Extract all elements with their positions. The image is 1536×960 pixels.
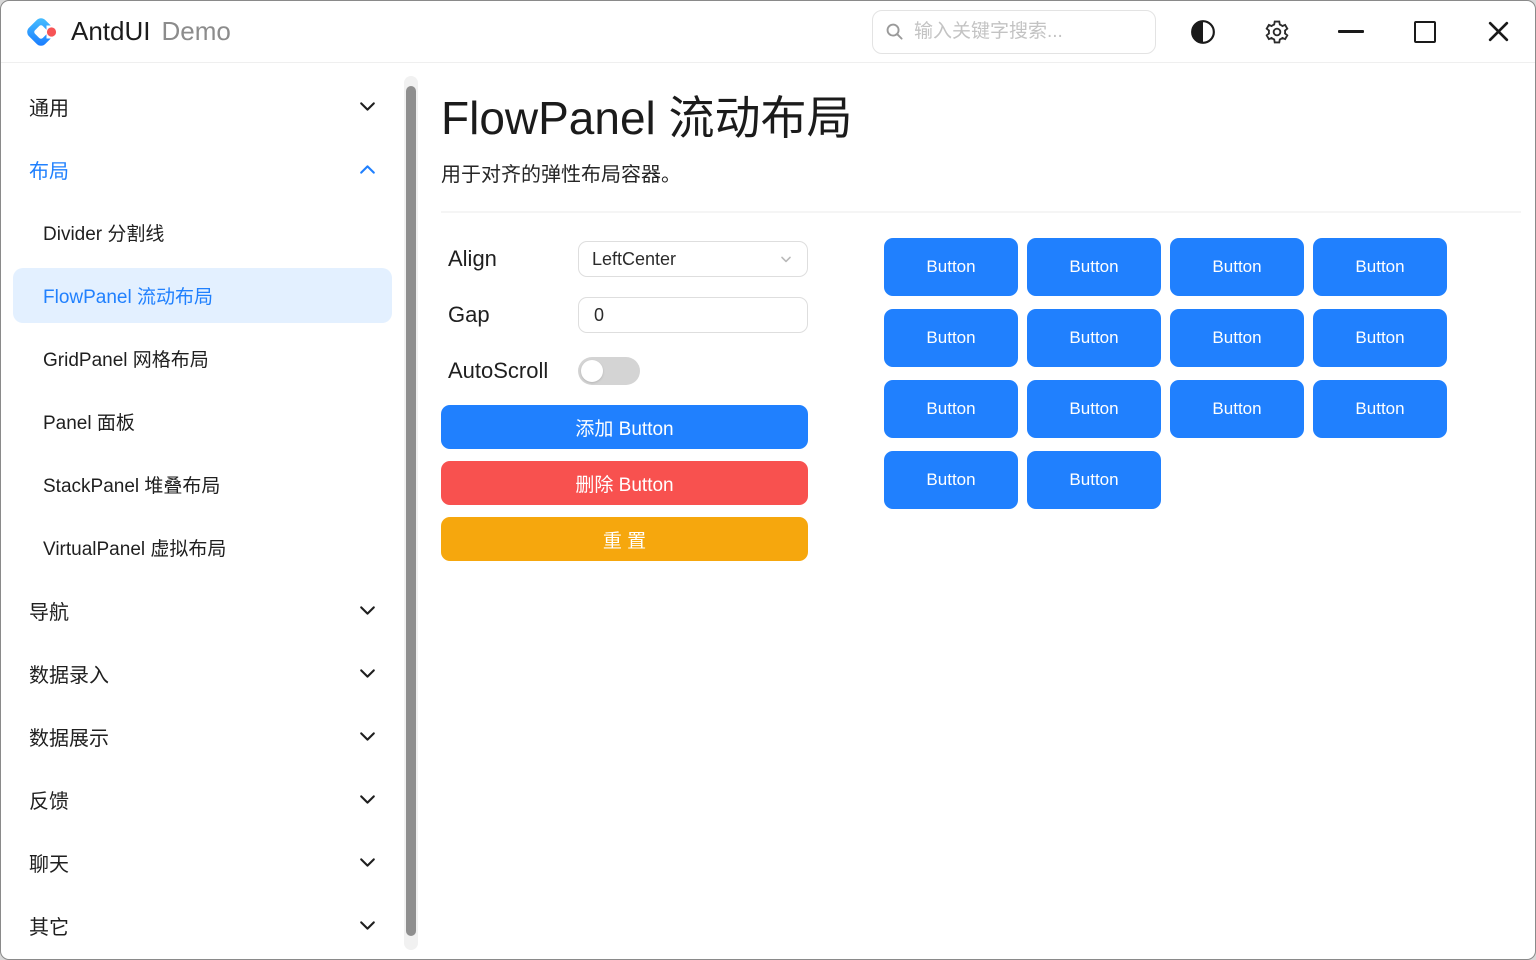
sidebar-item[interactable]: 聊天 bbox=[13, 835, 392, 890]
sidebar-item[interactable]: 导航 bbox=[13, 583, 392, 638]
sidebar-item[interactable]: 其它 bbox=[13, 898, 392, 953]
flow-demo-button[interactable]: Button bbox=[1170, 380, 1304, 438]
align-label: Align bbox=[448, 246, 497, 271]
flow-demo-button[interactable]: Button bbox=[1027, 309, 1161, 367]
chevron-up-icon bbox=[357, 159, 378, 180]
sidebar-item-label: 数据展示 bbox=[29, 728, 109, 750]
sidebar-item-label: 导航 bbox=[29, 602, 69, 624]
flow-demo-button[interactable]: Button bbox=[1027, 380, 1161, 438]
settings-gear-icon[interactable] bbox=[1263, 18, 1290, 45]
chevron-down-icon bbox=[357, 789, 378, 810]
sidebar-item[interactable]: VirtualPanel 虚拟布局 bbox=[13, 520, 392, 575]
sidebar-item[interactable]: 通用 bbox=[13, 79, 392, 134]
header-divider bbox=[441, 211, 1521, 213]
sidebar-scrollbar[interactable] bbox=[404, 76, 418, 950]
scrollbar-thumb[interactable] bbox=[406, 86, 416, 936]
flow-demo-button[interactable]: Button bbox=[1027, 238, 1161, 296]
autoscroll-toggle[interactable] bbox=[578, 357, 640, 385]
maximize-icon bbox=[1413, 20, 1436, 43]
gap-input[interactable] bbox=[592, 303, 794, 327]
autoscroll-row: AutoScroll bbox=[441, 353, 808, 389]
sidebar-item[interactable]: StackPanel 堆叠布局 bbox=[13, 457, 392, 512]
gap-field[interactable] bbox=[578, 297, 808, 333]
flow-demo-button[interactable]: Button bbox=[1313, 309, 1447, 367]
sidebar-item-label: 聊天 bbox=[29, 854, 69, 876]
gap-row: Gap bbox=[441, 297, 808, 333]
minimize-icon bbox=[1337, 30, 1364, 33]
toggle-knob-icon bbox=[581, 360, 603, 382]
app-title-suffix: Demo bbox=[161, 16, 231, 46]
close-button[interactable] bbox=[1485, 18, 1512, 45]
sidebar-item-label: StackPanel 堆叠布局 bbox=[43, 476, 221, 497]
minimize-button[interactable] bbox=[1337, 18, 1364, 45]
close-icon bbox=[1488, 21, 1509, 42]
search-icon bbox=[886, 23, 903, 40]
align-select[interactable]: LeftCenter bbox=[578, 241, 808, 277]
flow-demo-button[interactable]: Button bbox=[884, 380, 1018, 438]
search-box[interactable] bbox=[872, 9, 1156, 54]
gap-label: Gap bbox=[448, 302, 490, 327]
chevron-down-icon bbox=[357, 663, 378, 684]
sidebar-item-label: 其它 bbox=[29, 917, 69, 939]
maximize-button[interactable] bbox=[1411, 18, 1438, 45]
app-logo-icon bbox=[24, 15, 58, 49]
search-input[interactable] bbox=[912, 19, 1143, 44]
sidebar-item-label: 通用 bbox=[29, 98, 69, 120]
chevron-down-icon bbox=[357, 726, 378, 747]
remove-button[interactable]: 删除 Button bbox=[441, 461, 808, 505]
sidebar-item[interactable]: 反馈 bbox=[13, 772, 392, 827]
add-button[interactable]: 添加 Button bbox=[441, 405, 808, 449]
sidebar-menu: 通用布局 Divider 分割线 FlowPanel 流动布局 GridPanel 网… bbox=[1, 63, 404, 959]
chevron-down-icon bbox=[357, 852, 378, 873]
sidebar-item[interactable]: 数据录入 bbox=[13, 646, 392, 701]
controls-panel: Align LeftCenter Gap bbox=[441, 241, 808, 573]
app-title: AntdUI bbox=[71, 16, 151, 46]
page-subtitle: 用于对齐的弹性布局容器。 bbox=[441, 164, 681, 186]
sidebar-item[interactable]: Divider 分割线 bbox=[13, 205, 392, 260]
sidebar-item-label: Divider 分割线 bbox=[43, 224, 165, 245]
sidebar-item[interactable]: 数据展示 bbox=[13, 709, 392, 764]
titlebar: AntdUI Demo bbox=[1, 1, 1535, 63]
chevron-down-icon bbox=[357, 600, 378, 621]
autoscroll-label: AutoScroll bbox=[448, 358, 549, 383]
align-select-value: LeftCenter bbox=[592, 248, 677, 269]
flow-demo-button[interactable]: Button bbox=[1313, 238, 1447, 296]
sidebar-item-label: 布局 bbox=[29, 161, 69, 183]
sidebar-item-label: 反馈 bbox=[29, 791, 69, 813]
chevron-down-icon bbox=[357, 915, 378, 936]
sidebar-item-label: FlowPanel 流动布局 bbox=[43, 287, 213, 308]
main-content: FlowPanel 流动布局 用于对齐的弹性布局容器。 Align LeftCe… bbox=[418, 63, 1535, 959]
align-row: Align LeftCenter bbox=[441, 241, 808, 277]
flow-demo-button[interactable]: Button bbox=[884, 451, 1018, 509]
chevron-down-icon bbox=[357, 96, 378, 117]
flow-demo-button[interactable]: Button bbox=[1313, 380, 1447, 438]
sidebar-item-label: Panel 面板 bbox=[43, 413, 135, 434]
sidebar-item[interactable]: Panel 面板 bbox=[13, 394, 392, 449]
sidebar-item[interactable]: 布局 bbox=[13, 142, 392, 197]
theme-toggle-icon[interactable] bbox=[1189, 18, 1216, 45]
sidebar-item-label: VirtualPanel 虚拟布局 bbox=[43, 539, 227, 560]
flow-demo-button[interactable]: Button bbox=[884, 309, 1018, 367]
flow-demo-button[interactable]: Button bbox=[1170, 309, 1304, 367]
flow-demo-button[interactable]: Button bbox=[884, 238, 1018, 296]
sidebar-item-label: GridPanel 网格布局 bbox=[43, 350, 209, 371]
flow-demo-button[interactable]: Button bbox=[1027, 451, 1161, 509]
demo-area: Align LeftCenter Gap bbox=[441, 238, 1521, 573]
titlebar-buttons bbox=[1189, 18, 1512, 45]
flow-demo-button[interactable]: Button bbox=[1170, 238, 1304, 296]
sidebar-item[interactable]: GridPanel 网格布局 bbox=[13, 331, 392, 386]
reset-button[interactable]: 重 置 bbox=[441, 517, 808, 561]
sidebar-item[interactable]: FlowPanel 流动布局 bbox=[13, 268, 392, 323]
window-body: 通用布局 Divider 分割线 FlowPanel 流动布局 GridPanel 网… bbox=[1, 63, 1535, 959]
page-title: FlowPanel 流动布局 bbox=[441, 92, 853, 144]
sidebar-item-label: 数据录入 bbox=[29, 665, 109, 687]
chevron-down-icon bbox=[778, 251, 794, 267]
